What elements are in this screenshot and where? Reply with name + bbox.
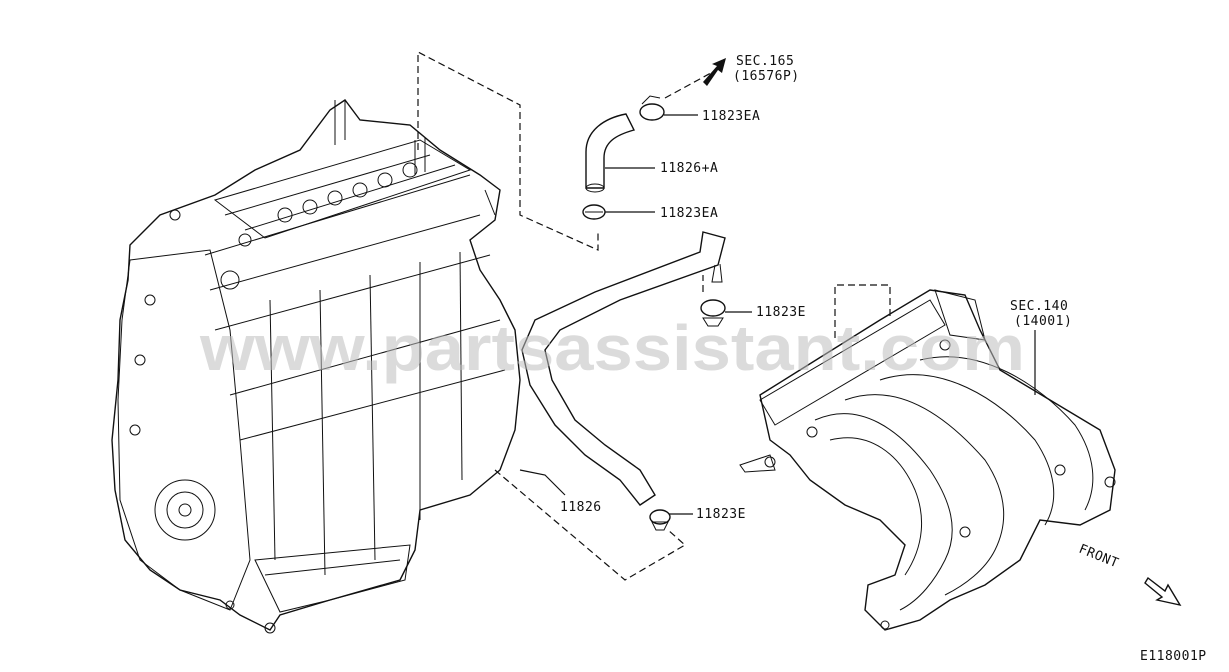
label-clamp-bottom: 11823E — [696, 507, 746, 522]
engine-block — [111, 99, 521, 634]
clamp-bottom — [649, 509, 671, 531]
label-hose-upper: 11826+A — [660, 161, 718, 176]
intake-manifold — [739, 289, 1116, 631]
label-hose-lower: 11826 — [560, 500, 602, 515]
label-front: FRONT — [1077, 542, 1121, 572]
hose-11826 — [521, 231, 726, 506]
label-sec165-line1: SEC.165 — [736, 54, 794, 69]
label-clamp-top: 11823EA — [702, 109, 760, 124]
label-sec140-line1: SEC.140 — [1010, 299, 1068, 314]
sec165-arrow-icon — [703, 58, 726, 86]
dashed-leaders — [417, 51, 891, 581]
leader-lines — [519, 114, 1036, 515]
label-clamp-mid: 11823EA — [660, 206, 718, 221]
watermark: www.partsassistant.com — [199, 312, 1025, 384]
label-diagram-code: E118001P — [1140, 649, 1207, 664]
front-arrow-icon — [1144, 576, 1182, 607]
clamp-mid — [582, 204, 606, 220]
label-sec140-line2: (14001) — [1014, 314, 1072, 329]
clamp-top — [639, 95, 665, 121]
label-sec165-line2: (16576P) — [733, 69, 800, 84]
label-clamp-lower-right: 11823E — [756, 305, 806, 320]
hose-11826-a — [585, 113, 636, 193]
clamp-lower-right — [700, 299, 726, 327]
